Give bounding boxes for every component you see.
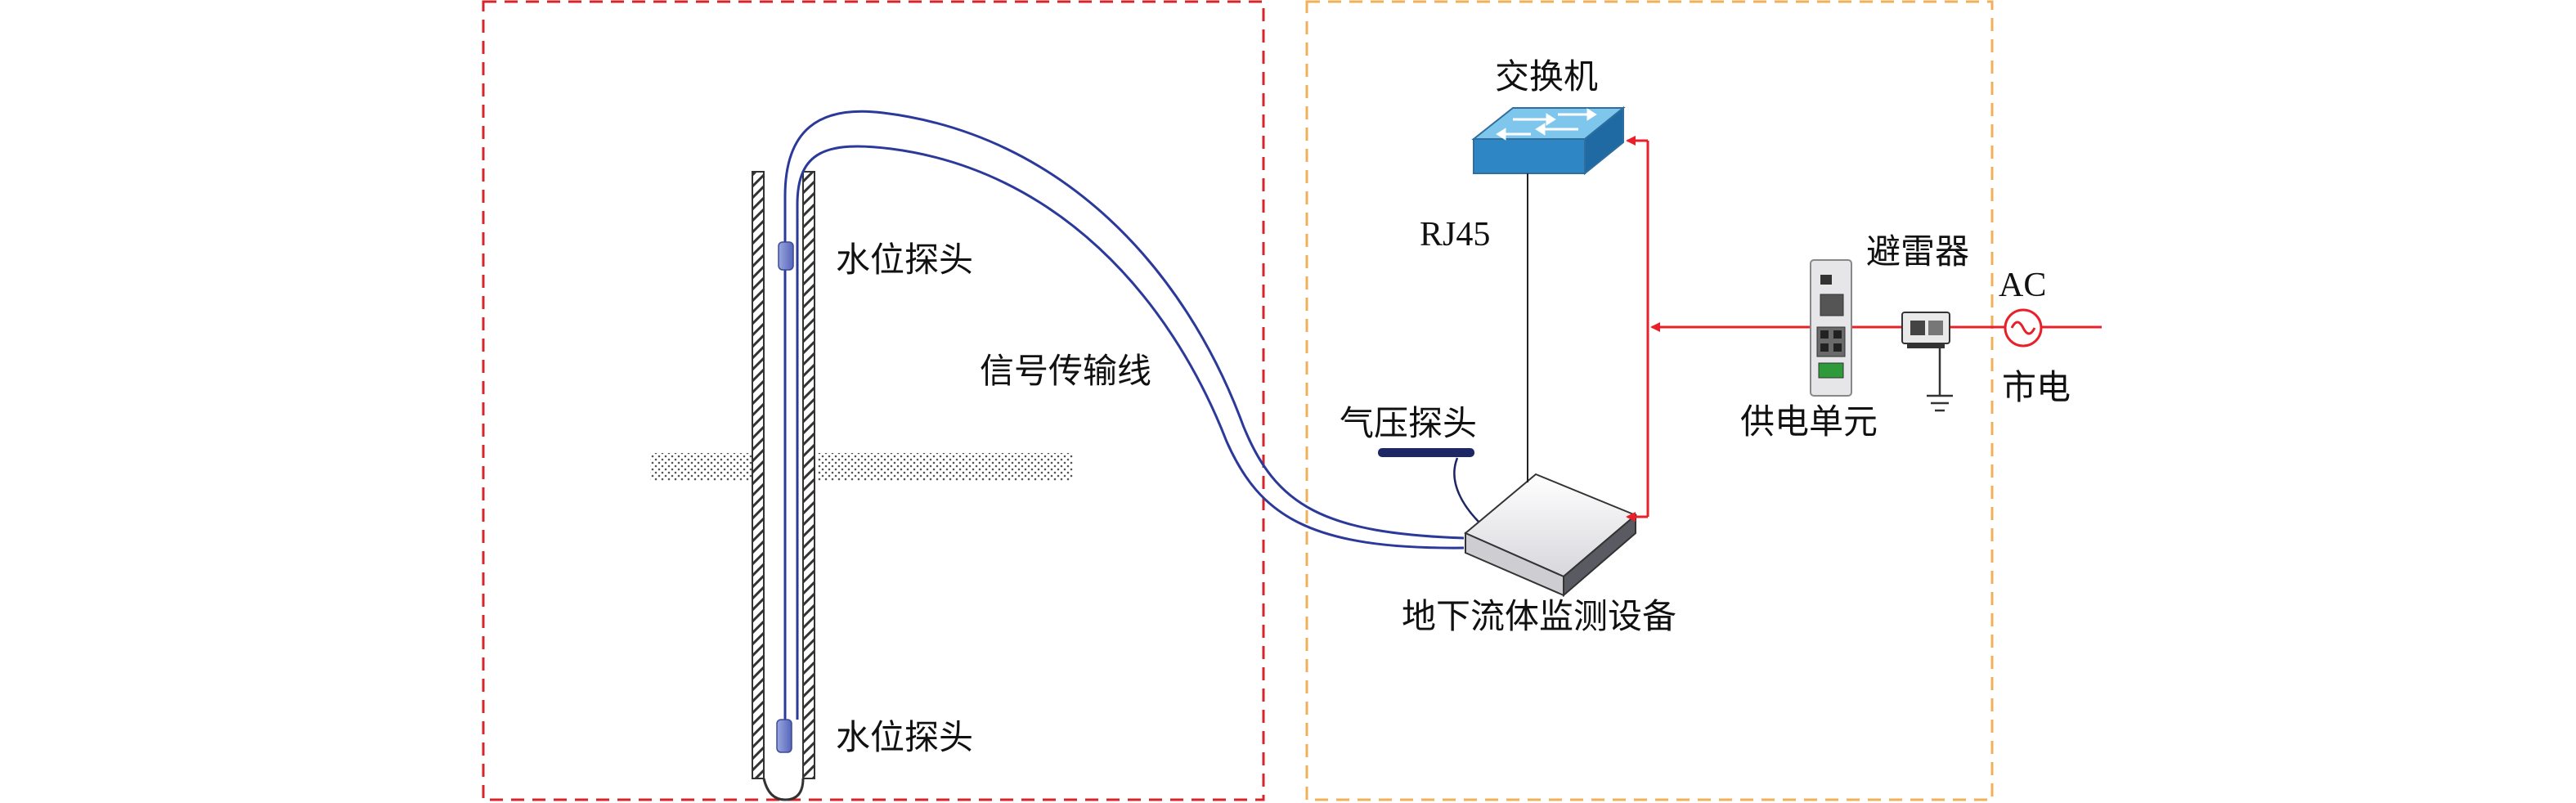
monitor-device-icon bbox=[1464, 473, 1637, 598]
well-region-border bbox=[482, 0, 1265, 801]
ac-label: AC bbox=[1999, 267, 2046, 304]
ac-source-icon bbox=[2004, 308, 2043, 348]
soil-layer-right bbox=[818, 453, 1073, 481]
pressure-probe-label: 气压探头 bbox=[1340, 403, 1477, 443]
network-switch-icon bbox=[1471, 105, 1626, 176]
mains-label: 市电 bbox=[2002, 367, 2071, 407]
rj45-label: RJ45 bbox=[1420, 216, 1490, 253]
soil-layer-left bbox=[650, 453, 752, 481]
station-region-border bbox=[1305, 0, 1994, 801]
lightning-arrester-icon bbox=[1901, 312, 1950, 348]
switch-label: 交换机 bbox=[1495, 56, 1598, 96]
water-probe-top-label: 水位探头 bbox=[836, 240, 973, 280]
water-probe-top-icon bbox=[778, 241, 794, 271]
monitor-device-label: 地下流体监测设备 bbox=[1402, 596, 1676, 636]
well-casing bbox=[752, 171, 815, 801]
water-probe-bottom-icon bbox=[776, 719, 792, 753]
water-probe-bottom-label: 水位探头 bbox=[836, 717, 973, 757]
power-unit-label: 供电单元 bbox=[1740, 402, 1878, 442]
signal-line-label: 信号传输线 bbox=[980, 351, 1151, 391]
ground-icon bbox=[1927, 348, 1953, 412]
pressure-probe-icon bbox=[1378, 448, 1481, 524]
signal-cable bbox=[783, 110, 1465, 720]
power-supply-icon bbox=[1810, 259, 1852, 397]
lightning-arrester-label: 避雷器 bbox=[1866, 231, 1969, 271]
